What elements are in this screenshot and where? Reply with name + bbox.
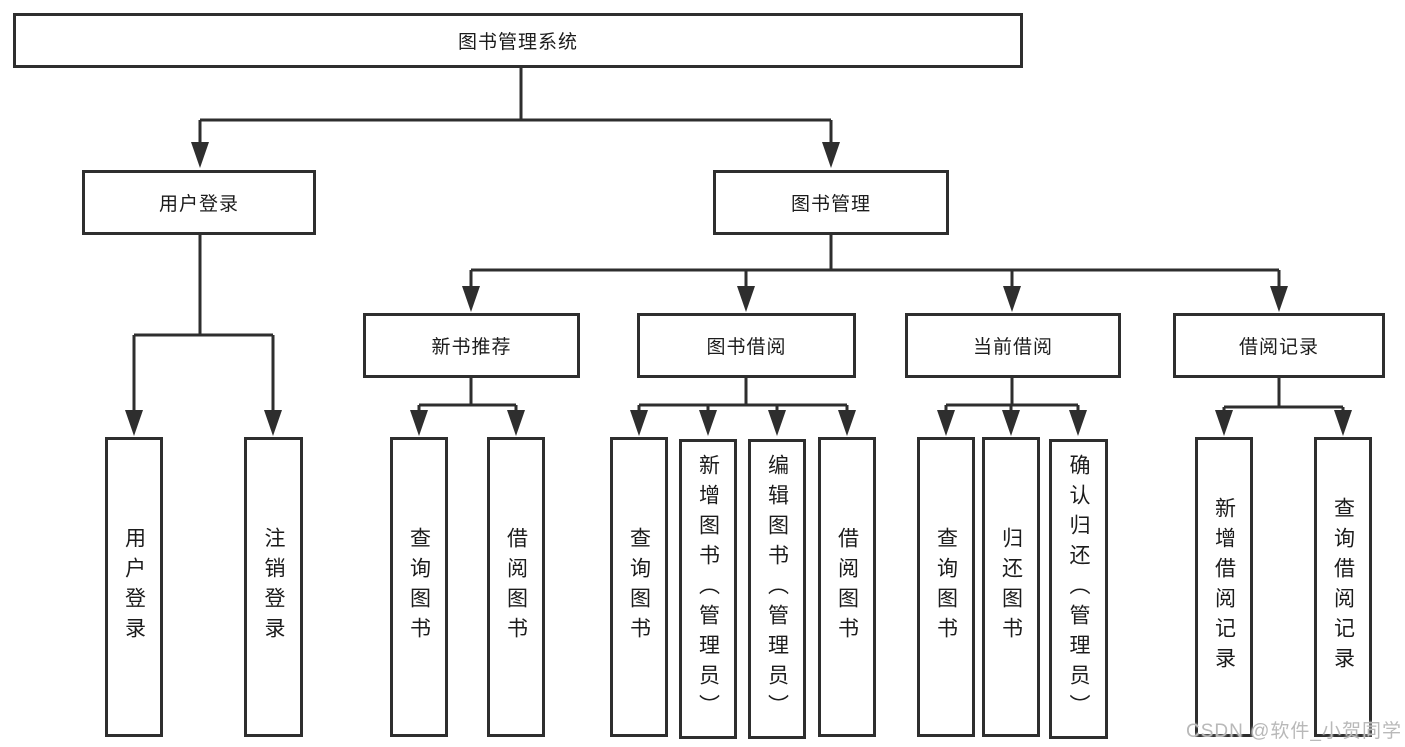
connector-borrowing-records-split — [1222, 378, 1345, 412]
leaf-edit-book-admin: 编辑图书（管理员） — [748, 439, 806, 739]
leaf-confirm-return-admin-label: 确认归还（管理员） — [1067, 454, 1090, 724]
node-book-management: 图书管理 — [713, 170, 949, 235]
arrow-down-icon — [737, 286, 755, 312]
leaf-add-borrow-record-label: 新增借阅记录 — [1212, 497, 1236, 677]
leaf-add-book-admin: 新增图书（管理员） — [679, 439, 737, 739]
node-user-login-label: 用户登录 — [158, 194, 239, 215]
leaf-add-book-admin-label: 新增图书（管理员） — [696, 454, 720, 724]
leaf-query-books-recommend: 查询图书 — [390, 437, 448, 737]
node-book-management-label: 图书管理 — [790, 194, 871, 215]
leaf-query-books-current: 查询图书 — [917, 437, 975, 737]
leaf-query-books-recommend-label: 查询图书 — [407, 527, 431, 647]
node-book-borrowing-label: 图书借阅 — [706, 337, 787, 358]
arrow-down-icon — [1270, 286, 1288, 312]
arrow-down-icon — [125, 410, 143, 436]
arrow-down-icon — [1002, 410, 1020, 436]
leaf-user-login-label: 用户登录 — [122, 527, 146, 647]
node-library-system-label: 图书管理系统 — [457, 32, 578, 53]
arrow-down-icon — [1003, 286, 1021, 312]
arrow-down-icon — [1215, 410, 1233, 436]
leaf-user-login: 用户登录 — [105, 437, 163, 737]
leaf-logout-label: 注销登录 — [262, 527, 285, 647]
connector-new-book-split — [417, 378, 518, 412]
connector-current-borrowing-split — [944, 378, 1080, 412]
node-library-system: 图书管理系统 — [13, 13, 1023, 68]
node-current-borrowing-label: 当前借阅 — [972, 337, 1053, 358]
connector-book-management-split — [469, 235, 1281, 288]
node-book-borrowing: 图书借阅 — [637, 313, 856, 378]
leaf-confirm-return-admin: 确认归还（管理员） — [1049, 439, 1108, 739]
node-user-login: 用户登录 — [82, 170, 316, 235]
arrow-down-icon — [768, 410, 786, 436]
leaf-return-book-label: 归还图书 — [999, 527, 1023, 647]
node-new-book-recommend-label: 新书推荐 — [431, 337, 512, 358]
arrow-down-icon — [264, 410, 282, 436]
leaf-query-books-current-label: 查询图书 — [934, 527, 958, 647]
arrow-down-icon — [1334, 410, 1352, 436]
leaf-borrow-books-borrowing-label: 借阅图书 — [835, 527, 859, 647]
arrow-down-icon — [410, 410, 428, 436]
arrow-down-icon — [937, 410, 955, 436]
leaf-query-books-borrowing: 查询图书 — [610, 437, 668, 737]
leaf-logout: 注销登录 — [244, 437, 303, 737]
leaf-add-borrow-record: 新增借阅记录 — [1195, 437, 1253, 737]
arrow-down-icon — [630, 410, 648, 436]
leaf-query-borrow-record: 查询借阅记录 — [1314, 437, 1372, 737]
node-current-borrowing: 当前借阅 — [905, 313, 1121, 378]
arrow-down-icon — [462, 286, 480, 312]
connector-book-borrowing-split — [637, 378, 849, 412]
arrow-down-icon — [838, 410, 856, 436]
leaf-query-books-borrowing-label: 查询图书 — [627, 527, 651, 647]
connector-user-login-split — [132, 235, 275, 412]
leaf-borrow-books-recommend-label: 借阅图书 — [504, 527, 528, 647]
leaf-borrow-books-borrowing: 借阅图书 — [818, 437, 876, 737]
arrow-down-icon — [699, 410, 717, 436]
arrow-down-icon — [191, 142, 209, 168]
node-new-book-recommend: 新书推荐 — [363, 313, 580, 378]
leaf-return-book: 归还图书 — [982, 437, 1040, 737]
node-borrowing-records: 借阅记录 — [1173, 313, 1385, 378]
leaf-edit-book-admin-label: 编辑图书（管理员） — [765, 454, 789, 724]
leaf-query-borrow-record-label: 查询借阅记录 — [1331, 497, 1355, 677]
arrow-down-icon — [507, 410, 525, 436]
connector-root-split — [198, 67, 833, 144]
leaf-borrow-books-recommend: 借阅图书 — [487, 437, 545, 737]
watermark: CSDN @软件_小贺同学 — [1186, 721, 1402, 742]
node-borrowing-records-label: 借阅记录 — [1238, 337, 1319, 358]
arrow-down-icon — [822, 142, 840, 168]
arrow-down-icon — [1069, 410, 1087, 436]
